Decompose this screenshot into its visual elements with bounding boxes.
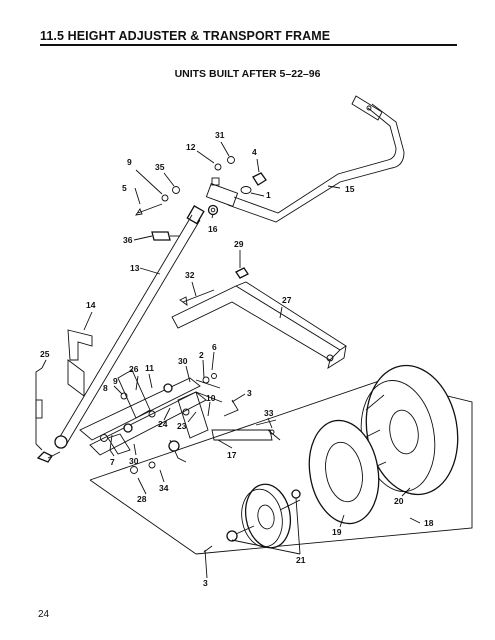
callout-30-upper: 30 bbox=[178, 356, 188, 366]
callout-25: 25 bbox=[40, 349, 50, 359]
callout-24: 24 bbox=[158, 419, 168, 429]
cross-frame bbox=[171, 281, 347, 369]
page-number: 24 bbox=[38, 609, 50, 620]
callout-1: 1 bbox=[266, 190, 271, 200]
callout-6: 6 bbox=[212, 342, 217, 352]
callout-32: 32 bbox=[185, 270, 195, 280]
callout-30-lower: 30 bbox=[129, 456, 139, 466]
callout-4: 4 bbox=[252, 147, 257, 157]
callout-26: 26 bbox=[129, 364, 139, 374]
callout-14: 14 bbox=[86, 300, 96, 310]
callout-18: 18 bbox=[424, 518, 434, 528]
callout-27: 27 bbox=[282, 295, 292, 305]
callout-2: 2 bbox=[199, 350, 204, 360]
section-title: 11.5 HEIGHT ADJUSTER & TRANSPORT FRAME bbox=[40, 29, 331, 43]
side-bracket bbox=[35, 329, 93, 451]
callout-7: 7 bbox=[110, 457, 115, 467]
tow-arm bbox=[54, 214, 201, 449]
diagram-subtitle: UNITS BUILT AFTER 5–22–96 bbox=[174, 68, 321, 80]
callout-33: 33 bbox=[264, 408, 274, 418]
callout-12: 12 bbox=[186, 142, 196, 152]
callout-9-upper: 9 bbox=[127, 157, 132, 167]
height-adjuster-assembly bbox=[36, 369, 281, 474]
callout-8: 8 bbox=[103, 383, 108, 393]
callout-23: 23 bbox=[177, 421, 187, 431]
transport-handle bbox=[205, 95, 405, 223]
bolts-29-32 bbox=[179, 267, 249, 306]
callout-3-lower: 3 bbox=[203, 578, 208, 588]
callout-9-lower: 9 bbox=[113, 376, 118, 386]
wheel-mount-plate bbox=[89, 379, 473, 555]
upper-hardware bbox=[135, 156, 267, 241]
callout-11: 11 bbox=[145, 363, 154, 373]
tire bbox=[359, 364, 459, 496]
callout-5: 5 bbox=[122, 183, 127, 193]
callout-numbers: 31 12 4 9 35 5 1 15 16 36 29 13 32 27 14… bbox=[40, 130, 434, 588]
callout-20: 20 bbox=[394, 496, 404, 506]
callout-35: 35 bbox=[155, 162, 165, 172]
callout-19: 19 bbox=[332, 527, 342, 537]
callout-36: 36 bbox=[123, 235, 133, 245]
callout-28: 28 bbox=[137, 494, 147, 504]
callout-15: 15 bbox=[345, 184, 355, 194]
callout-17: 17 bbox=[227, 450, 237, 460]
wheel-rim bbox=[203, 483, 301, 553]
title-rule bbox=[40, 44, 457, 46]
callout-3-upper: 3 bbox=[247, 388, 252, 398]
callout-29: 29 bbox=[234, 239, 244, 249]
callout-13: 13 bbox=[130, 263, 140, 273]
callout-21: 21 bbox=[296, 555, 306, 565]
callout-34: 34 bbox=[159, 483, 169, 493]
leader-lines bbox=[41, 141, 421, 579]
tube bbox=[308, 419, 380, 525]
callout-10: 10 bbox=[206, 393, 216, 403]
callout-31: 31 bbox=[215, 130, 225, 140]
callout-16: 16 bbox=[208, 224, 218, 234]
